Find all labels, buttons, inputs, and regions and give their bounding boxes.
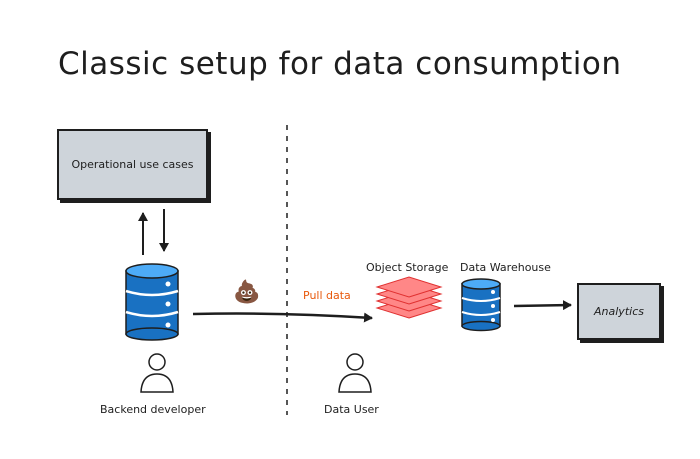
arrow-to-analytics xyxy=(513,300,572,311)
data-user-label: Data User xyxy=(324,403,379,416)
object-storage-label: Object Storage xyxy=(366,261,449,274)
pull-data-label: Pull data xyxy=(303,289,351,302)
analytics-label: Analytics xyxy=(594,305,644,318)
operational-use-cases-label: Operational use cases xyxy=(71,158,194,171)
backend-database-icon xyxy=(125,263,179,341)
data-warehouse-label: Data Warehouse xyxy=(460,261,551,274)
poop-emoji-icon: 💩 xyxy=(233,280,261,305)
analytics-box: Analytics xyxy=(577,283,661,340)
arrow-to-object-storage xyxy=(192,312,373,323)
diagram-title: Classic setup for data consumption xyxy=(58,46,622,82)
data-user-person-icon xyxy=(338,353,372,393)
backend-developer-label: Backend developer xyxy=(100,403,206,416)
backend-developer-person-icon xyxy=(140,353,174,393)
data-warehouse-icon xyxy=(461,278,501,332)
object-storage-icon xyxy=(375,276,443,319)
operational-use-cases-box: Operational use cases xyxy=(57,129,208,200)
